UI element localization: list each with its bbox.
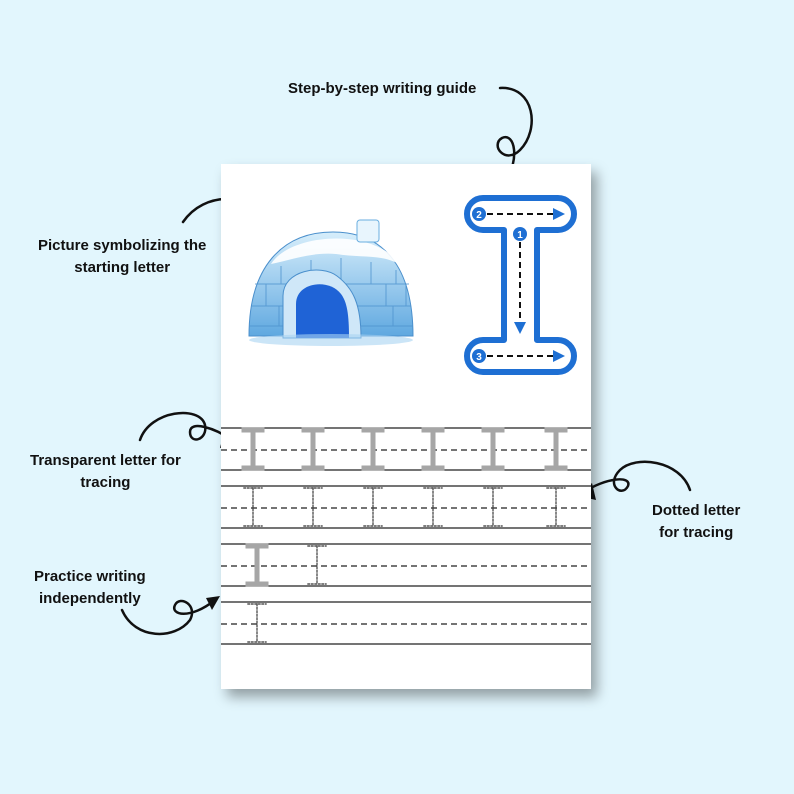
practice-callout-line-2: independently [39,590,141,607]
picture-callout-line-2: starting letter [74,259,171,276]
practice-callout: Practice writing independently [34,566,146,610]
igloo-picture [248,219,414,346]
dotted-letter-i [243,487,263,527]
letter-guide-diagram: 1 2 3 [464,195,577,375]
picture-callout-line-1: Picture symbolizing the [38,237,207,254]
igloo-chimney [356,219,380,243]
svg-text:1: 1 [517,230,523,241]
ruled-lines [221,427,591,645]
dotted-callout-line-2: for tracing [659,524,734,541]
practice-dotted-letter-i [307,545,327,585]
svg-text:3: 3 [476,352,482,363]
dotted-letter-i [363,487,383,527]
transparent-letter-callout: Transparent letter for tracing [30,450,181,494]
stroke-number-3: 3 [472,349,486,363]
dotted-letter-row [243,487,566,527]
dotted-letter-i [546,487,566,527]
handwriting-rows [221,427,591,645]
transparent-letter-i [361,427,385,471]
transparent-callout-line-2: tracing [80,474,131,491]
dotted-letter-callout: Dotted letter for tracing [652,500,740,544]
transparent-letter-i [241,427,265,471]
transparent-letter-i [544,427,568,471]
igloo-entrance-door [296,284,349,338]
picture-callout: Picture symbolizing the starting letter [38,235,206,279]
dotted-callout-line-1: Dotted letter [652,502,741,519]
practice-arrow [120,598,217,636]
writing-guide-callout: Step-by-step writing guide [288,78,476,100]
practice-arrowhead [206,596,220,610]
igloo-snow-cap [271,238,399,264]
dotted-letter-i [483,487,503,527]
guide-arrow [496,86,533,184]
practice-callout-line-1: Practice writing [34,568,146,585]
transparent-arrow [138,411,234,442]
practice-dotted-letter-i [247,603,267,643]
worksheet-page: 1 2 3 [221,164,591,689]
transparent-callout-line-1: Transparent letter for [30,452,181,469]
dotted-letter-i [303,487,323,527]
writing-guide-label: Step-by-step writing guide [288,80,477,97]
transparent-letter-i [421,427,445,471]
transparent-letter-i [481,427,505,471]
stroke-number-1: 1 [513,227,527,241]
transparent-letter-row [241,427,568,471]
svg-text:2: 2 [476,210,482,221]
transparent-letter-i [301,427,325,471]
practice-transparent-letter-i [245,543,269,587]
dotted-letter-i [423,487,443,527]
dotted-arrow [582,460,692,494]
stroke-number-2: 2 [472,207,486,221]
practice-row [245,543,327,643]
